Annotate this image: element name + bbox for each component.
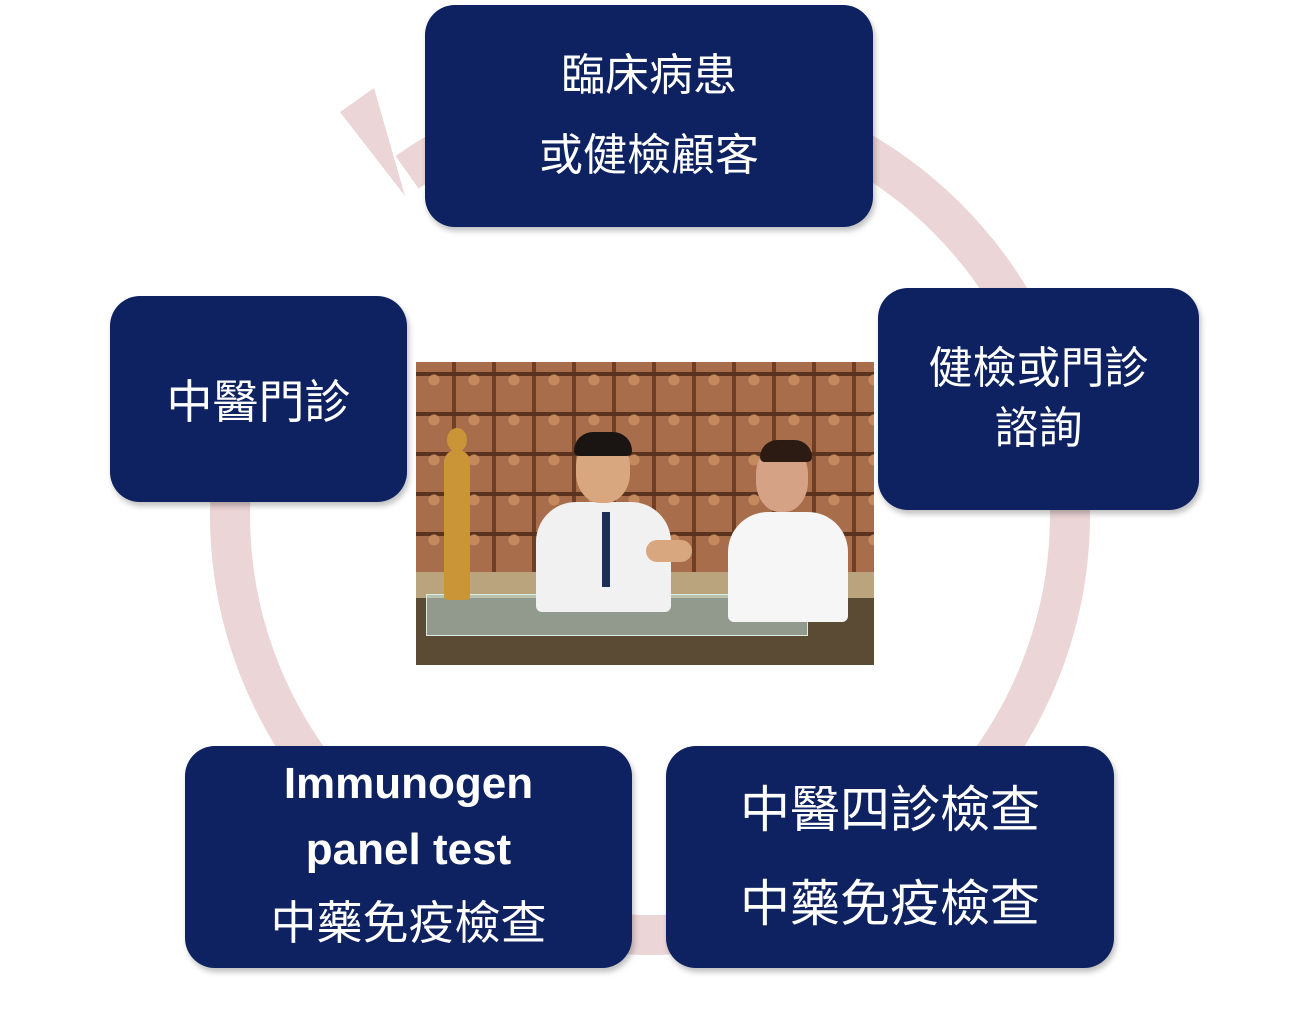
node-immunogen-panel-line2: panel test: [305, 825, 512, 874]
node-clinical-patient-line1: 臨床病患: [561, 50, 737, 101]
node-consultation: 健檢或門診 諮詢: [878, 288, 1199, 510]
consultation-photo: [416, 362, 874, 665]
node-immunogen-panel-line1: Immunogen: [283, 759, 534, 808]
cycle-arrowhead: [340, 88, 405, 196]
node-tcm-examination-line2: 中藥免疫檢查: [740, 875, 1040, 933]
node-clinical-patient: 臨床病患 或健檢顧客: [425, 5, 873, 227]
node-immunogen-panel-line3: 中藥免疫檢查: [270, 896, 547, 950]
node-tcm-examination: 中醫四診檢查 中藥免疫檢查: [666, 746, 1114, 968]
node-tcm-examination-line1: 中醫四診檢查: [740, 781, 1040, 839]
node-clinical-patient-line2: 或健檢顧客: [539, 130, 759, 181]
node-tcm-clinic: 中醫門診: [110, 296, 407, 502]
node-consultation-line1: 健檢或門診: [928, 343, 1149, 394]
node-immunogen-panel: Immunogen panel test 中藥免疫檢查: [185, 746, 632, 968]
acupuncture-statue: [444, 428, 470, 600]
node-tcm-clinic-line1: 中醫門診: [166, 375, 351, 429]
patient-figure: [728, 512, 848, 622]
node-consultation-line2: 諮詢: [994, 403, 1083, 454]
